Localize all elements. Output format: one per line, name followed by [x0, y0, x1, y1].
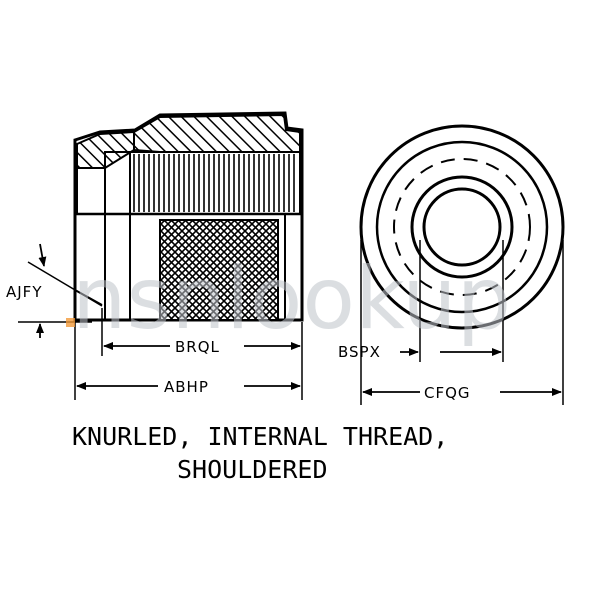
- section-hatch-body: [133, 113, 301, 153]
- internal-thread: [133, 154, 295, 212]
- end-view-thread-circle: [393, 158, 531, 296]
- side-view: [73, 111, 304, 322]
- dimension-ajfy: AJFY: [6, 243, 103, 338]
- bore-step-left: [76, 167, 106, 215]
- end-view-bore-outer: [410, 175, 514, 279]
- dimension-bspx: BSPX: [338, 240, 504, 362]
- label-cfqg: CFQG: [424, 384, 471, 402]
- watermark-text: nsnlookup: [72, 249, 511, 349]
- dimension-cfqg: CFQG: [360, 240, 564, 405]
- caption-line-2: SHOULDERED: [177, 455, 328, 484]
- watermark: nsnlookup: [66, 249, 511, 349]
- label-abhp: ABHP: [164, 378, 209, 396]
- dimension-abhp: ABHP: [74, 322, 301, 400]
- dimension-brql: BRQL: [101, 308, 303, 400]
- caption-line-1: KNURLED, INTERNAL THREAD,: [72, 422, 448, 451]
- end-view: [359, 124, 565, 330]
- end-view-shoulder-circle: [375, 140, 549, 314]
- end-view-bore-inner: [422, 187, 502, 267]
- end-view-outer-circle: [359, 124, 565, 330]
- label-ajfy: AJFY: [6, 283, 42, 301]
- label-brql: BRQL: [175, 338, 220, 356]
- knurled-band: [159, 219, 279, 321]
- label-bspx: BSPX: [338, 343, 381, 361]
